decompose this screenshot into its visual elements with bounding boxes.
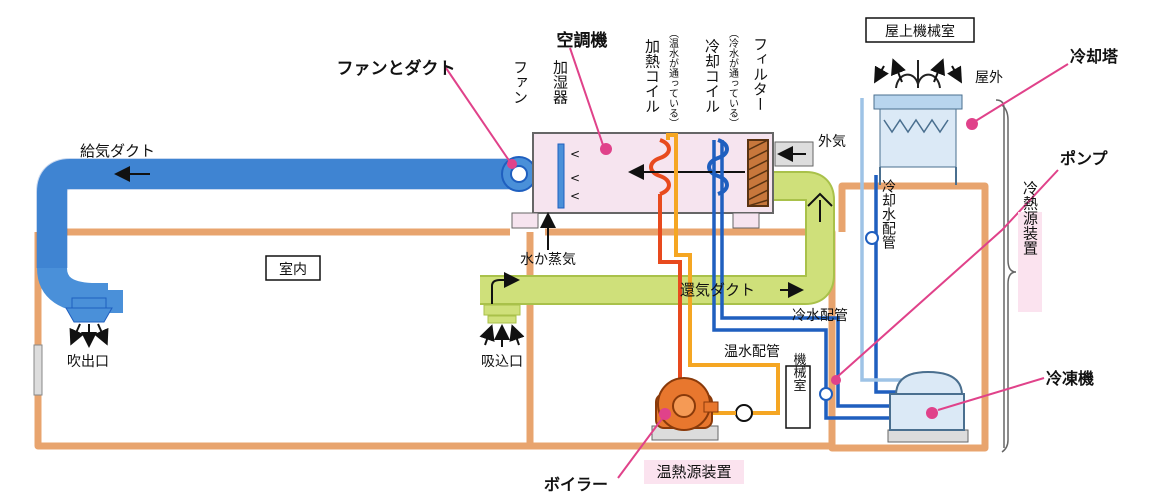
callout-dot-ac <box>600 143 612 155</box>
cooling-pump-icon <box>865 231 879 245</box>
chilled-water-pipe-label: 冷水配管 <box>792 308 848 324</box>
heat-source-hot-bg <box>644 460 744 484</box>
svg-text:<: < <box>570 189 580 203</box>
machine-room-box <box>785 365 811 429</box>
outdoor-bracket <box>995 99 1005 448</box>
building-outline <box>33 182 989 452</box>
humidifier-icon <box>557 143 565 209</box>
heat-source-cold-label: 冷熱源装置 <box>1021 181 1039 256</box>
chiller-icon <box>887 370 969 443</box>
svg-text:<: < <box>570 147 580 161</box>
heat-source-hot-label: 温熱源装置 <box>656 463 731 481</box>
outside-air-label: 外気 <box>818 134 846 150</box>
filter-label: フィルター <box>751 37 769 112</box>
outdoor-label: 屋外 <box>975 70 1003 86</box>
fan-icon <box>501 156 537 192</box>
pump-label: ポンプ <box>1060 149 1109 168</box>
heat-source-cold-bg <box>1018 212 1042 312</box>
fan-duct-label: ファンとダクト <box>337 58 456 79</box>
cooling-tower-icon <box>873 58 978 185</box>
callout-dot-chiller <box>926 407 938 419</box>
svg-text:<: < <box>570 171 580 185</box>
cooling-tower-label: 冷却塔 <box>1070 47 1119 66</box>
outlet-label: 吹出口 <box>67 354 109 370</box>
inlet-label: 吸込口 <box>481 354 523 370</box>
supply-duct <box>36 158 520 348</box>
callout-dot-boiler <box>659 408 671 420</box>
ac-unit: < < < <box>511 132 814 250</box>
inlet-icon <box>487 315 517 324</box>
cooling-coil-label: 冷却コイル <box>703 39 721 114</box>
chiller-label: 冷凍機 <box>1046 369 1094 388</box>
cooling-water-pipe-label: 冷却水配管 <box>880 179 896 249</box>
door-icon <box>33 344 43 396</box>
hot-water-pipes <box>658 133 780 422</box>
supply-duct-label: 給気ダクト <box>80 142 155 160</box>
roof-room-box <box>865 17 975 43</box>
humidifier-label: 加湿器 <box>551 60 569 105</box>
callout-lines <box>445 47 1069 479</box>
boiler-icon <box>651 377 719 441</box>
water-vapor-label: 水か蒸気 <box>520 252 576 268</box>
heating-coil-label: 加熱コイル <box>643 39 661 114</box>
cooling-coil-note: （冷水が通っている） <box>727 28 739 128</box>
cooling-coil-icon <box>707 138 729 196</box>
room-label: 室内 <box>279 261 307 278</box>
hot-water-pipe-label: 温水配管 <box>724 344 780 360</box>
filter-icon <box>747 139 769 207</box>
return-duct <box>479 171 835 347</box>
heat-source-bracket <box>1001 104 1017 453</box>
heating-coil-icon <box>649 138 671 196</box>
room-box <box>265 255 321 281</box>
return-duct-label: 還気ダクト <box>680 281 755 299</box>
chilled-pump-icon <box>819 387 833 401</box>
heating-coil-note: （温水が通っている） <box>667 28 679 128</box>
machine-room-label: 機械室 <box>791 353 807 392</box>
outlet-icon <box>65 307 113 323</box>
hot-water-pump-icon <box>735 404 753 422</box>
ac-unit-label: 空調機 <box>557 30 608 51</box>
chilled-water-pipes <box>712 140 900 420</box>
roof-machine-room-label: 屋上機械室 <box>885 23 955 40</box>
fan-label: ファン <box>511 60 529 105</box>
boiler-label: ボイラー <box>544 475 608 494</box>
